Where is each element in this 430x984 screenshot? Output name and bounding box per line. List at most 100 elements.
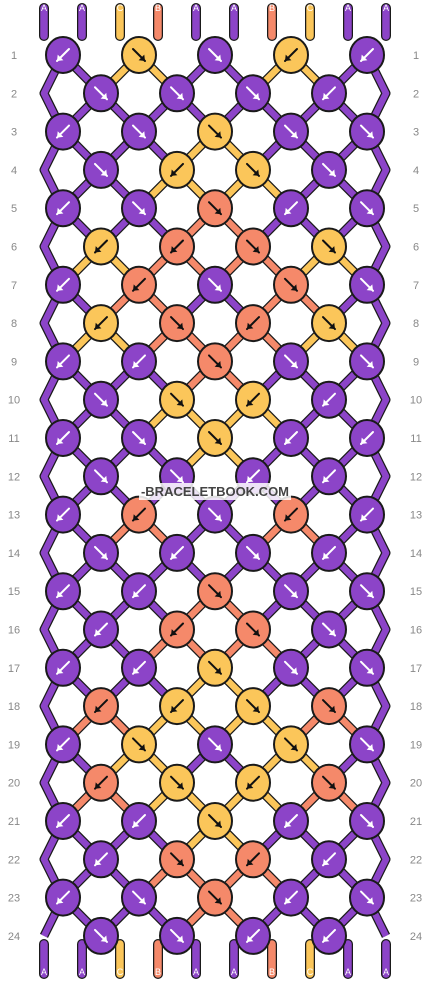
- knot-arrowhead: [323, 475, 330, 483]
- knot-arrowhead: [214, 744, 221, 751]
- row-label-left: 12: [8, 471, 20, 483]
- row-label-right: 17: [410, 663, 422, 675]
- knot-arrowhead: [328, 322, 335, 330]
- thread-letter: C: [117, 3, 124, 13]
- thread-letter: C: [307, 967, 314, 977]
- knot-arrowhead: [366, 284, 373, 291]
- row-label-left: 8: [11, 318, 17, 330]
- knot-arrowhead: [214, 284, 221, 291]
- thread-letter: A: [41, 967, 47, 977]
- row-label-left: 10: [8, 395, 20, 407]
- row-label-left: 14: [8, 548, 20, 560]
- knot-arrowhead: [95, 322, 102, 330]
- knot-arrowhead: [290, 744, 297, 751]
- knot-arrowhead: [323, 92, 330, 100]
- thread-letter: A: [231, 3, 237, 13]
- row-label-left: 17: [8, 663, 20, 675]
- knot-arrowhead: [57, 744, 64, 751]
- knot-arrowhead: [138, 54, 145, 61]
- row-label-right: 7: [413, 280, 419, 292]
- knot-arrowhead: [214, 437, 221, 444]
- knot-arrowhead: [100, 475, 107, 483]
- knot-arrowhead: [133, 820, 140, 827]
- row-label-right: 1: [413, 50, 419, 62]
- knot-arrowhead: [214, 667, 221, 674]
- thread-letter: C: [117, 967, 124, 977]
- knot-arrowhead: [133, 590, 140, 598]
- row-label-right: 3: [413, 127, 419, 139]
- knot-arrowhead: [328, 782, 335, 789]
- row-label-right: 6: [413, 242, 419, 254]
- row-label-right: 20: [410, 778, 422, 790]
- knot-arrowhead: [138, 131, 145, 138]
- knot-arrowhead: [95, 858, 102, 866]
- knot-arrowhead: [366, 131, 373, 138]
- knot-arrowhead: [176, 92, 183, 100]
- row-label-left: 15: [8, 586, 20, 598]
- watermark: -BRACELETBOOK.COM: [141, 484, 289, 499]
- knot-arrowhead: [290, 667, 297, 674]
- knot-arrowhead: [171, 169, 178, 176]
- row-label-right: 8: [413, 318, 419, 330]
- knot-arrowhead: [247, 399, 254, 406]
- thread-letter: C: [307, 3, 314, 13]
- knot-arrowhead: [100, 552, 107, 559]
- thread-letter: A: [41, 3, 47, 13]
- knot-arrowhead: [290, 590, 297, 598]
- knot-arrowhead: [323, 858, 330, 866]
- knot-arrowhead: [366, 361, 373, 368]
- thread-letter: A: [383, 3, 389, 13]
- thread-letter: B: [155, 967, 161, 977]
- knot-arrowhead: [57, 54, 64, 61]
- row-label-right: 22: [410, 854, 422, 866]
- knot-arrowhead: [366, 820, 373, 827]
- knot-arrowhead: [57, 131, 64, 138]
- knot-arrowhead: [133, 284, 140, 291]
- knot-arrowhead: [133, 667, 140, 674]
- knot-arrowhead: [328, 246, 335, 253]
- knot-arrowhead: [323, 552, 330, 559]
- knot-arrowhead: [252, 552, 259, 559]
- knot-arrowhead: [100, 399, 107, 406]
- knot-arrowhead: [176, 858, 183, 866]
- knot-arrowhead: [57, 284, 64, 291]
- knot-arrowhead: [247, 782, 254, 789]
- row-label-right: 4: [413, 165, 419, 177]
- knot-arrowhead: [285, 54, 292, 61]
- row-label-right: 11: [410, 433, 421, 445]
- knot-arrowhead: [171, 552, 178, 559]
- row-label-left: 16: [8, 625, 20, 637]
- knot-arrowhead: [176, 399, 183, 406]
- knot-arrowhead: [366, 590, 373, 598]
- row-label-right: 16: [410, 625, 422, 637]
- knot-arrowhead: [57, 207, 64, 215]
- knot-arrowhead: [214, 131, 221, 138]
- thread-letter: A: [345, 3, 351, 13]
- knot-arrowhead: [290, 361, 297, 368]
- knot-arrowhead: [133, 361, 140, 368]
- knot-arrowhead: [323, 399, 330, 406]
- row-label-left: 4: [11, 165, 17, 177]
- row-label-right: 2: [413, 88, 419, 100]
- knot-arrowhead: [252, 246, 259, 253]
- knot-arrowhead: [100, 935, 107, 942]
- knot-arrowhead: [252, 629, 259, 636]
- row-label-right: 23: [410, 893, 422, 905]
- knot-arrowhead: [138, 207, 145, 215]
- row-label-right: 18: [410, 701, 422, 713]
- knot-arrowhead: [176, 935, 183, 942]
- row-label-left: 1: [11, 50, 17, 62]
- thread-letter: A: [79, 3, 85, 13]
- knot-arrowhead: [95, 705, 102, 713]
- thread-letter: A: [345, 967, 351, 977]
- knot-arrowhead: [176, 782, 183, 789]
- knot-arrowhead: [366, 744, 373, 751]
- knot-arrowhead: [57, 820, 64, 827]
- knot-arrowhead: [57, 590, 64, 598]
- knot-arrowhead: [252, 92, 259, 100]
- row-label-left: 18: [8, 701, 20, 713]
- knot-arrowhead: [366, 897, 373, 904]
- thread-letter: A: [193, 3, 199, 13]
